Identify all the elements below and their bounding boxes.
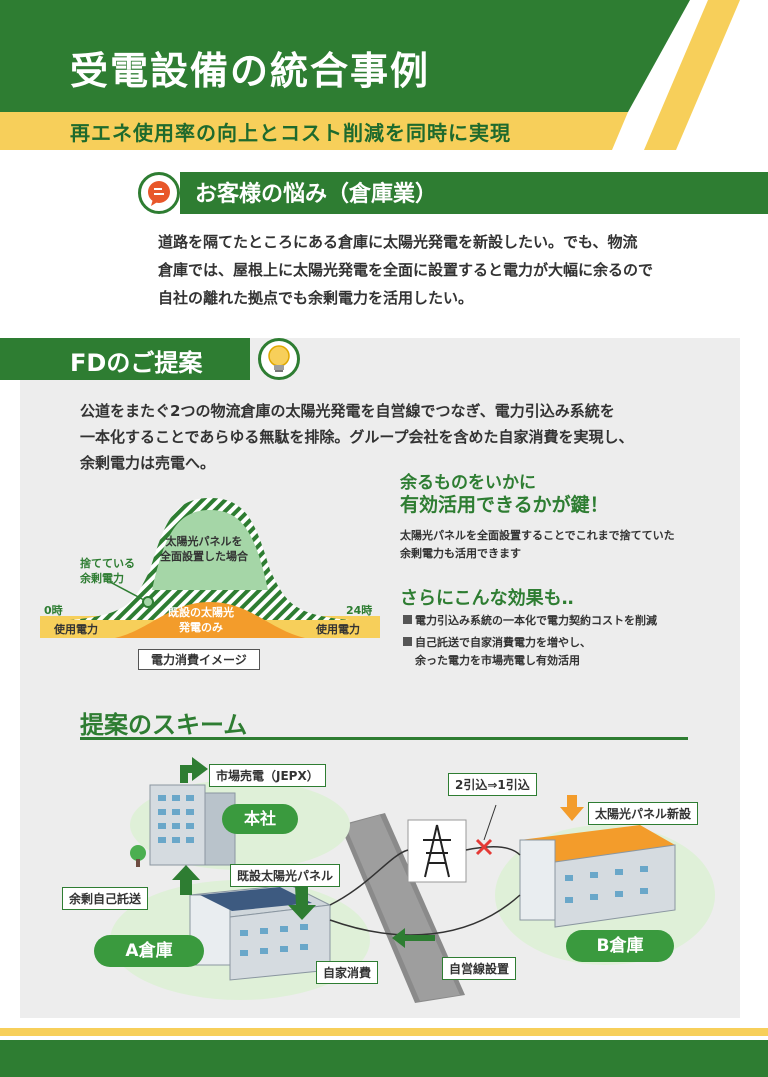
proposal-description: 公道をまたぐ2つの物流倉庫の太陽光発電を自営線でつなぎ、電力引込み系統を 一本化… [80, 402, 634, 472]
full-panel-label: 太陽光パネルを 全面設置した場合 [160, 535, 248, 563]
usage-right-label: 使用電力 [316, 623, 360, 636]
header-banner [0, 0, 740, 150]
worry-title: お客様の悩み（倉庫業） [195, 182, 438, 207]
scheme-diagram [110, 757, 715, 1003]
footer-stripe [0, 1028, 768, 1036]
self-consumption-label: 自家消費 [316, 961, 379, 984]
self-wheeling-label: 余剰自己託送 [62, 887, 149, 910]
effects-list: 電力引込み系統の一本化で電力契約コストを削減 自己託送で自家消費電力を増やし、 … [403, 612, 657, 670]
proposal-heading-bar [0, 338, 250, 380]
usage-left-label: 使用電力 [54, 623, 98, 636]
new-panels-label: 太陽光パネル新設 [588, 802, 699, 825]
hq-badge: 本社 [222, 804, 298, 834]
effects-heading: さらにこんな効果も‥ [400, 588, 574, 609]
surplus-label: 捨てている 余剰電力 [80, 557, 135, 585]
footer-bar [0, 1040, 768, 1077]
private-line-label: 自営線設置 [442, 957, 517, 980]
lightbulb-icon [258, 338, 300, 380]
worry-description: 道路を隔てたところにある倉庫に太陽光発電を新設したい。でも、物流 倉庫では、屋根… [158, 233, 654, 307]
chart-caption: 電力消費イメージ [138, 649, 260, 670]
power-consumption-chart [40, 498, 380, 638]
key-heading: 余るものをいかに 有効活用できるかが鍵！ [400, 473, 609, 516]
speech-bubble-icon [138, 172, 180, 214]
line-consolidation-label: 2引込⇒1引込 [448, 773, 537, 796]
proposal-title: FDのご提案 [70, 349, 203, 377]
scheme-underline [80, 737, 688, 740]
market-sale-label: 市場売電（JEPX） [209, 764, 326, 787]
scheme-heading: 提案のスキーム [80, 711, 248, 739]
page-title: 受電設備の統合事例 [70, 49, 431, 93]
existing-solar-label: 既設の太陽光 発電のみ [168, 606, 234, 634]
end-hour-label: 24時 [346, 604, 373, 617]
worry-heading-bar [180, 172, 768, 214]
page-subtitle: 再エネ使用率の向上とコスト削減を同時に実現 [70, 121, 511, 145]
existing-panels-label: 既設太陽光パネル [230, 864, 341, 887]
bullet-icon [403, 615, 412, 624]
start-hour-label: 0時 [44, 604, 63, 617]
warehouse-b-badge: B倉庫 [566, 930, 674, 962]
bullet-icon [403, 637, 412, 646]
warehouse-a-badge: A倉庫 [94, 935, 204, 967]
key-text: 太陽光パネルを全面設置することでこれまで捨てていた 余剰電力も活用できます [400, 529, 675, 560]
